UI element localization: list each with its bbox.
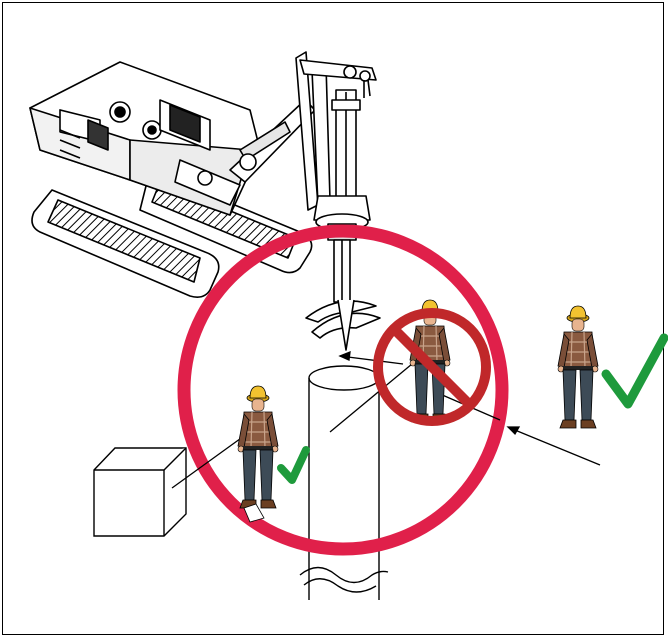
worker-inside-left [238,386,278,522]
rig-mast [296,52,376,240]
construction-worker-icon [558,306,598,428]
box-obstacle-icon [94,448,186,536]
arrow-line-outer [510,428,600,465]
arrow-head-outer [508,427,519,434]
green-checkmark-icon [281,450,306,480]
indicator-lines [172,352,600,488]
pile-shaft-icon [300,366,388,600]
worker-outside-right [558,306,598,428]
arrow-head-inner [340,352,350,360]
green-checkmark-icon [606,338,664,404]
drill-auger-icon [306,240,380,350]
construction-worker-icon [238,386,278,508]
